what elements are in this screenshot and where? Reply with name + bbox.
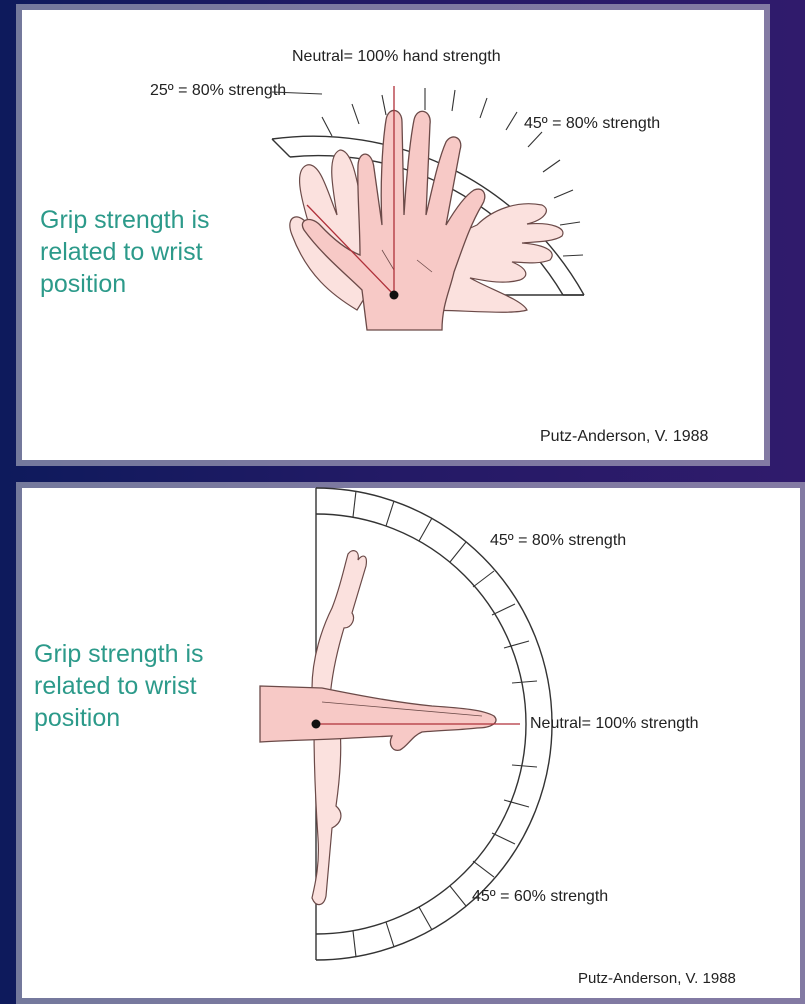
- bottom-protractor-diagram: 45º = 80% strength Neutral= 100% strengt…: [22, 488, 800, 998]
- top-label-neutral: Neutral= 100% hand strength: [292, 48, 501, 65]
- bottom-label-neutral: Neutral= 100% strength: [530, 715, 699, 732]
- bottom-hand-up-icon: [312, 551, 366, 698]
- top-diagram-panel: Grip strength is related to wrist positi…: [22, 10, 764, 460]
- top-label-45deg: 45º = 80% strength: [524, 115, 660, 132]
- bottom-label-45deg-upper: 45º = 80% strength: [490, 532, 626, 549]
- top-credit: Putz-Anderson, V. 1988: [540, 428, 708, 446]
- bottom-forearm-hand-icon: [260, 686, 496, 750]
- bottom-diagram-panel: Grip strength is related to wrist positi…: [22, 488, 800, 998]
- top-wrist-pivot-dot: [390, 291, 399, 300]
- bottom-wrist-pivot-dot: [312, 720, 321, 729]
- top-protractor-diagram: Neutral= 100% hand strength 25º = 80% st…: [22, 10, 764, 460]
- top-label-25deg: 25º = 80% strength: [150, 82, 286, 99]
- bottom-hand-down-icon: [312, 728, 341, 905]
- bottom-credit: Putz-Anderson, V. 1988: [578, 970, 736, 987]
- bottom-label-45deg-lower: 45º = 60% strength: [472, 888, 608, 905]
